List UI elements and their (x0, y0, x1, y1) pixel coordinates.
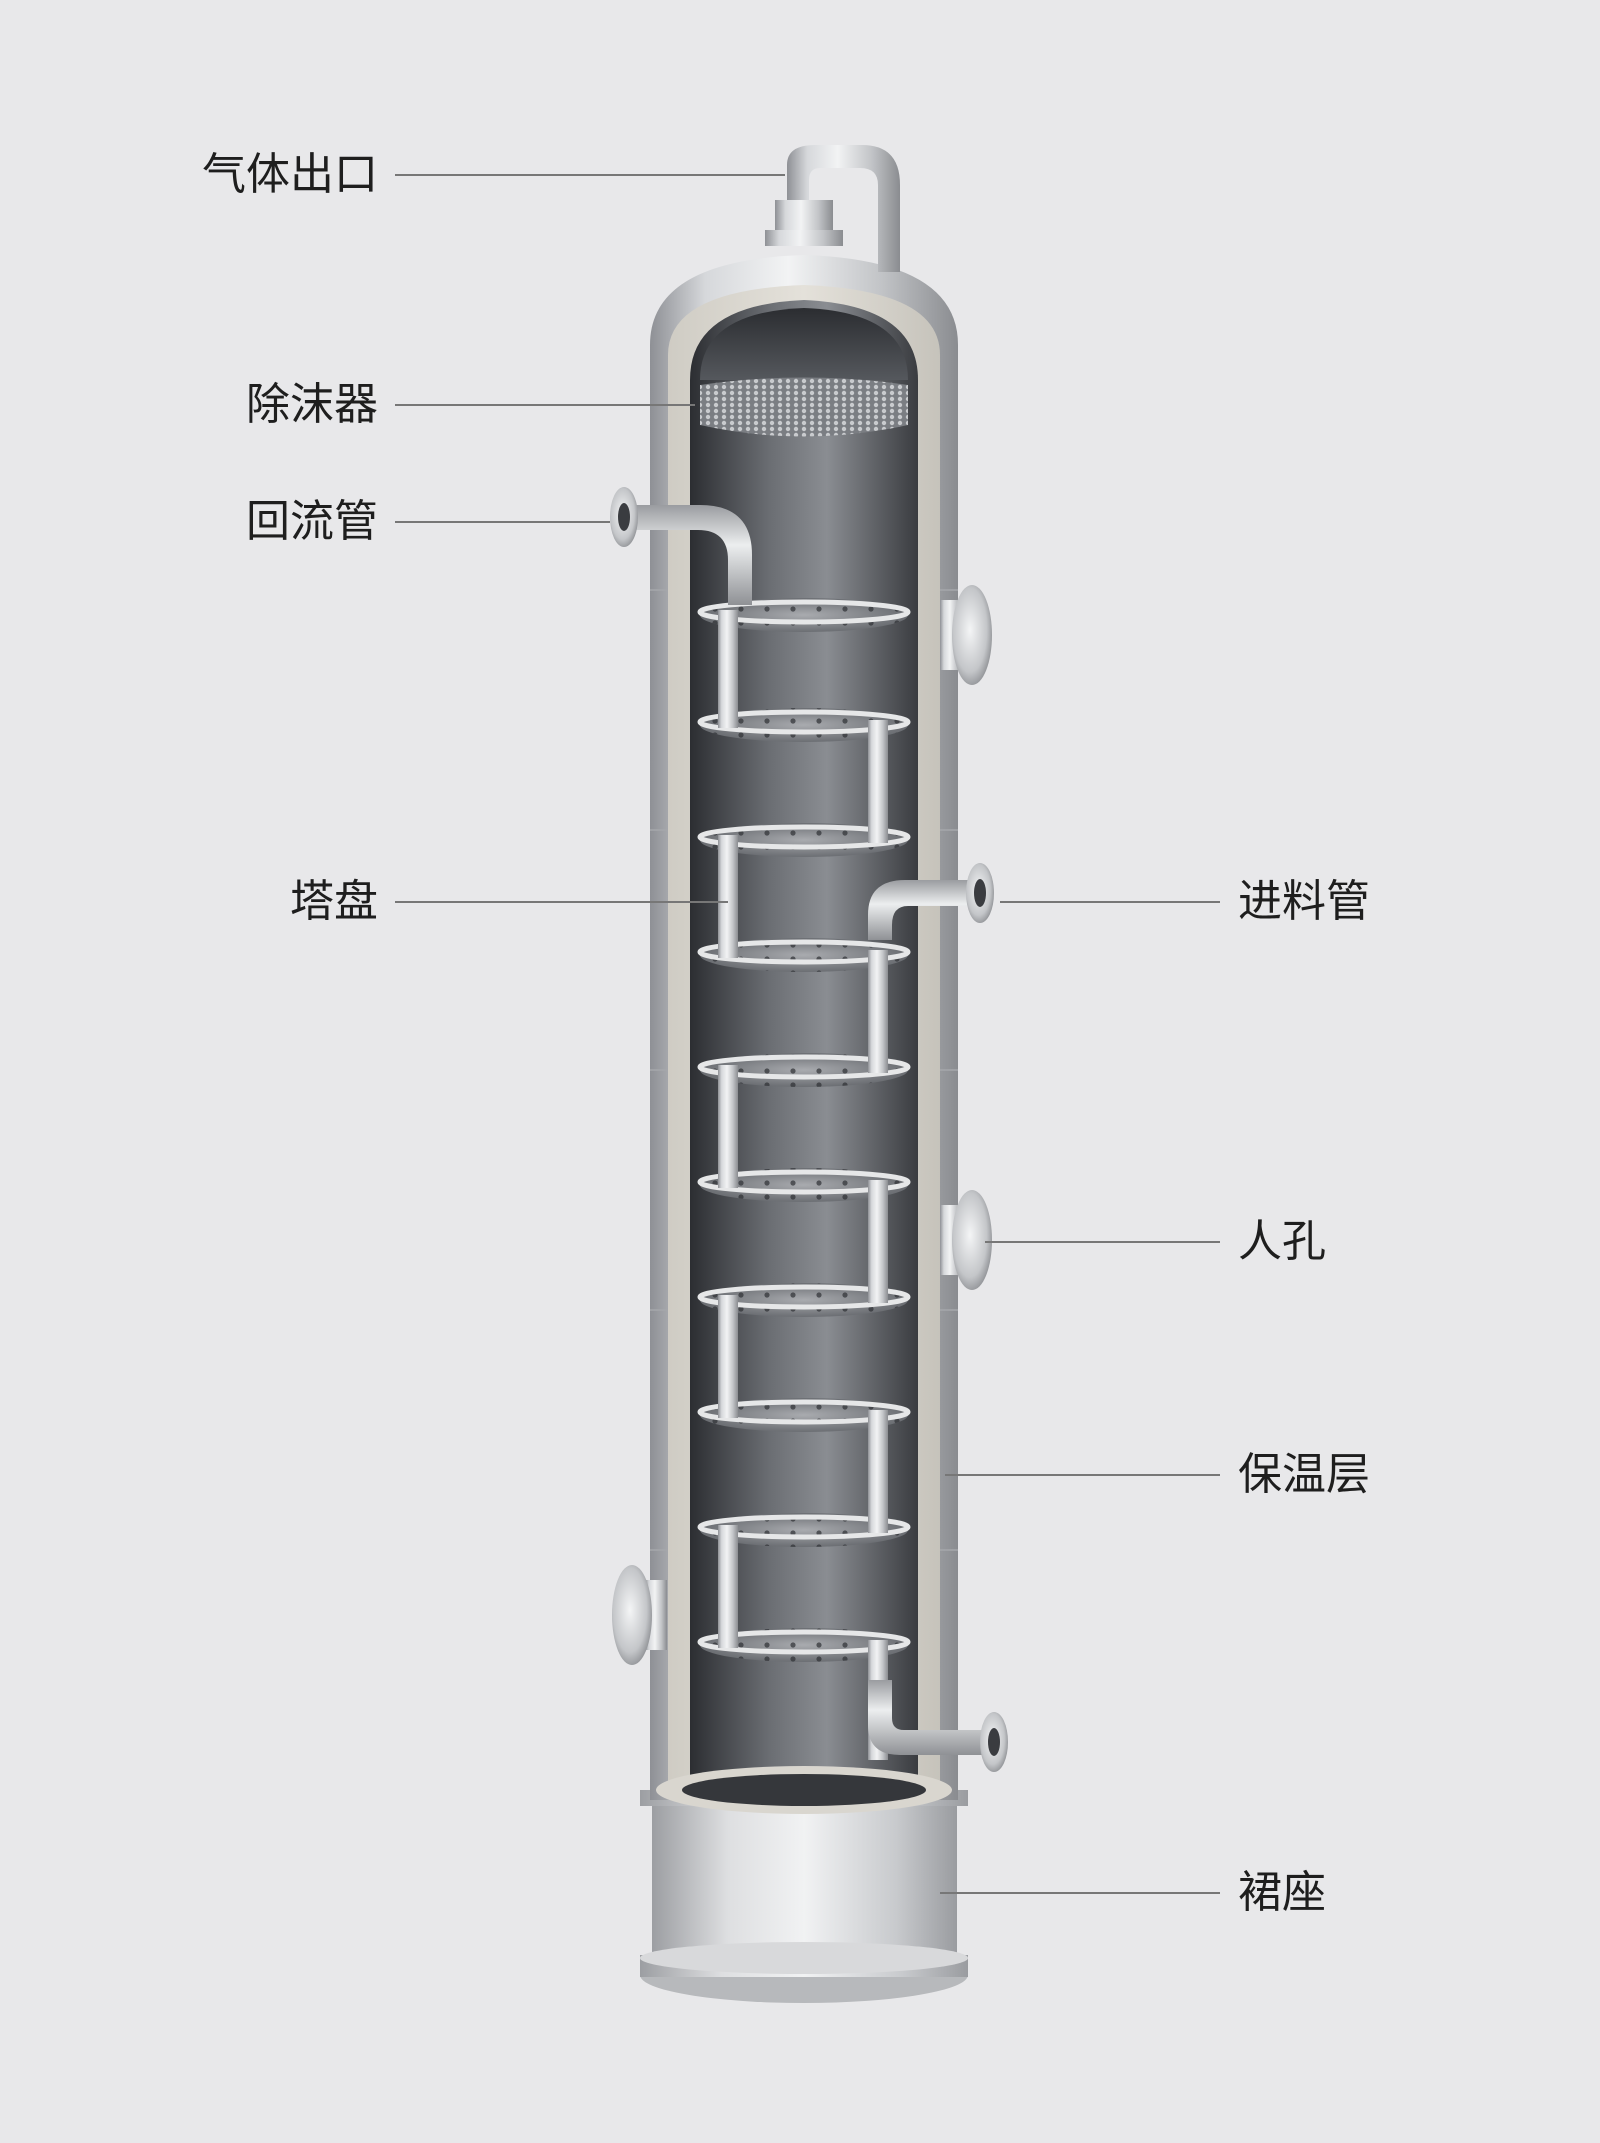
leader-lines (395, 174, 1220, 1894)
feed-pipe-shape (868, 863, 994, 940)
tray (697, 1168, 911, 1202)
bottom-outlet-pipe (868, 1680, 1008, 1772)
skirt-shape (640, 1790, 968, 2003)
label-tray: 塔盘 (290, 876, 378, 927)
demister-pad (700, 377, 908, 437)
gas-outlet-pipe (765, 145, 900, 272)
tray (697, 1283, 911, 1317)
tray (697, 1513, 911, 1547)
upper-right-nozzle (940, 585, 992, 685)
tray (697, 708, 911, 742)
tray (697, 938, 911, 972)
label-skirt: 裙座 (1238, 1867, 1326, 1918)
tray (697, 1398, 911, 1432)
tray (697, 1628, 911, 1662)
label-gas-outlet: 气体出口 (202, 149, 378, 200)
trays-group (697, 598, 911, 1662)
label-feed-pipe: 进料管 (1238, 876, 1370, 927)
tray (697, 598, 911, 632)
label-manhole: 人孔 (1238, 1216, 1326, 1267)
reflux-pipe-shape (610, 487, 752, 605)
manhole-nozzle (940, 1190, 992, 1290)
lower-left-nozzle (612, 1565, 667, 1665)
label-insulation: 保温层 (1238, 1449, 1370, 1500)
label-demister: 除沫器 (246, 379, 378, 430)
label-reflux-pipe: 回流管 (246, 496, 378, 547)
tray (697, 823, 911, 857)
tray (697, 1053, 911, 1087)
